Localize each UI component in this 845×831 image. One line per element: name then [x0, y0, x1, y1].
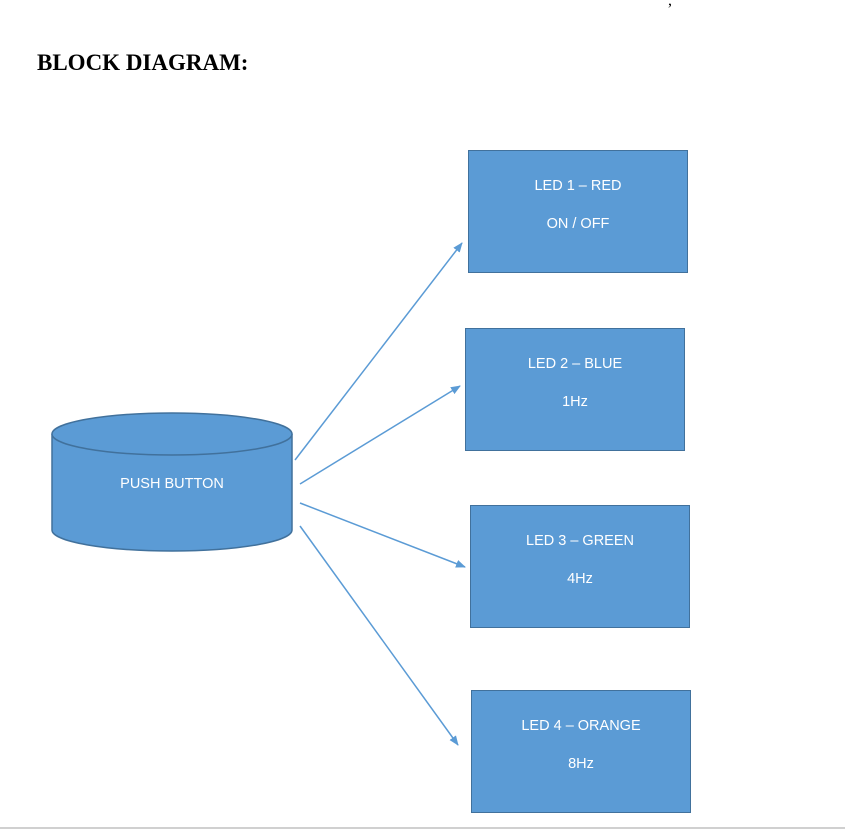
arrow-to-led-3	[299, 502, 466, 568]
arrow-to-led-2	[299, 385, 461, 485]
cylinder-top	[51, 412, 293, 456]
led-4-mode: 8Hz	[568, 756, 594, 772]
led-3-mode: 4Hz	[567, 571, 593, 587]
cylinder-body	[51, 434, 293, 552]
arrow-to-led-4	[299, 525, 459, 746]
led-2-name: LED 2 – BLUE	[527, 356, 623, 372]
led-2-box: LED 2 – BLUE 1Hz	[465, 328, 685, 451]
led-3-box: LED 3 – GREEN 4Hz	[470, 505, 690, 628]
led-4-name: LED 4 – ORANGE	[521, 718, 641, 734]
page-title: BLOCK DIAGRAM:	[37, 50, 249, 75]
led-2-mode: 1Hz	[562, 394, 588, 410]
stray-mark: ,	[668, 0, 672, 9]
page-bottom-border	[0, 827, 845, 829]
led-1-mode: ON / OFF	[546, 216, 610, 232]
led-4-box: LED 4 – ORANGE 8Hz	[471, 690, 691, 813]
push-button-label: PUSH BUTTON	[120, 476, 224, 492]
arrow-to-led-1	[294, 242, 463, 461]
led-1-name: LED 1 – RED	[534, 178, 622, 194]
led-1-box: LED 1 – RED ON / OFF	[468, 150, 688, 273]
led-3-name: LED 3 – GREEN	[526, 533, 634, 549]
push-button-cylinder	[51, 412, 293, 552]
